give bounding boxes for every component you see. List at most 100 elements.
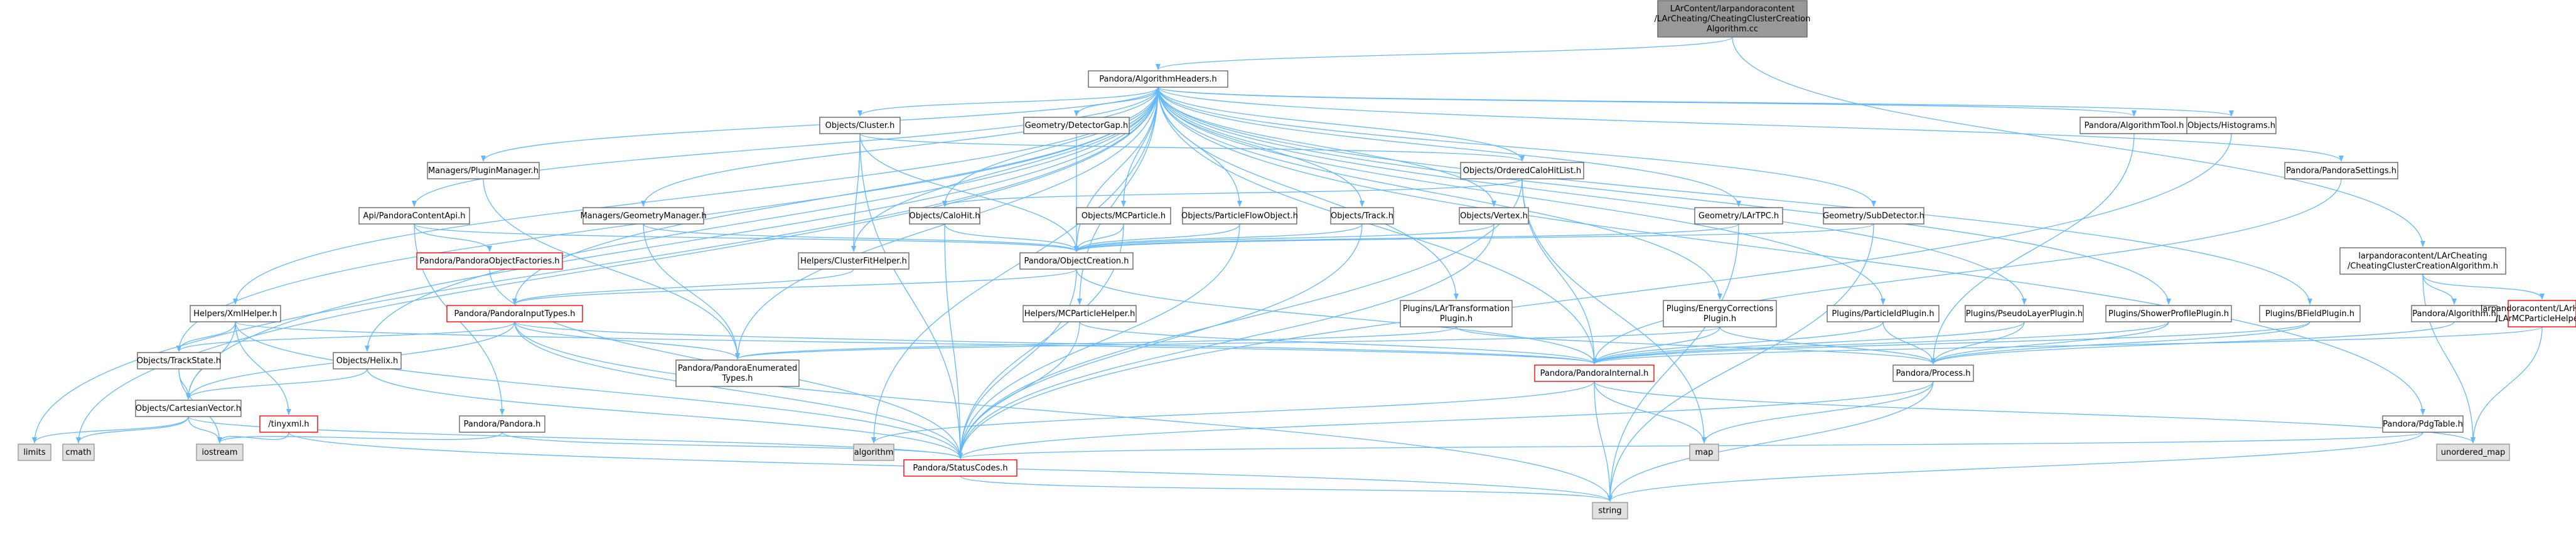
- node-label: Objects/OrderedCaloHitList.h: [1463, 166, 1582, 176]
- node-label: Pandora/PdgTable.h: [2383, 420, 2463, 429]
- node-label: Managers/GeometryManager.h: [580, 211, 706, 221]
- node-cartesian[interactable]: Objects/CartesianVector.h: [135, 400, 242, 417]
- node-box: [1019, 252, 1134, 270]
- node-vertex[interactable]: Objects/Vertex.h: [1459, 207, 1529, 225]
- node-algtool[interactable]: Pandora/AlgorithmTool.h: [2080, 117, 2189, 134]
- node-clusterfit[interactable]: Helpers/ClusterFitHelper.h: [798, 252, 910, 270]
- edge-mcphelper-to-status: [958, 321, 1080, 459]
- node-lartpc[interactable]: Geometry/LArTPC.h: [1694, 207, 1783, 225]
- edge-inputtypes-to-status: [514, 321, 963, 459]
- node-box: [135, 400, 242, 417]
- edge-process-to-status: [958, 381, 1934, 459]
- edge-shower-to-internal: [1592, 321, 2169, 364]
- edge-xml-to-status: [235, 321, 963, 459]
- node-pseudo[interactable]: Plugins/PseudoLayerPlugin.h: [1965, 305, 2084, 322]
- node-ochl[interactable]: Objects/OrderedCaloHitList.h: [1460, 162, 1584, 179]
- node-algorithmstd[interactable]: algorithm: [853, 444, 894, 461]
- edge-bfield-to-process: [1931, 321, 2310, 364]
- node-umap[interactable]: unordered_map: [2436, 444, 2510, 461]
- edge-algh-to-cluster: [857, 87, 1159, 117]
- node-label: Managers/PluginManager.h: [428, 166, 539, 176]
- node-label: Objects/CartesianVector.h: [136, 404, 241, 413]
- node-label: Api/PandoraContentApi.h: [363, 211, 466, 221]
- node-helix[interactable]: Objects/Helix.h: [333, 352, 402, 369]
- node-label: Pandora/AlgorithmHeaders.h: [1099, 75, 1217, 84]
- edge-algh-to-track: [1157, 87, 1365, 207]
- edge-shower-to-process: [1931, 321, 2169, 364]
- node-iostream[interactable]: iostream: [196, 444, 244, 461]
- node-box: [853, 444, 894, 461]
- node-process[interactable]: Pandora/Process.h: [1892, 364, 1974, 382]
- node-objfact[interactable]: Pandora/PandoraObjectFactories.h: [416, 252, 563, 270]
- node-string[interactable]: string: [1592, 502, 1628, 519]
- node-label: Pandora/Algorithm.h: [2412, 309, 2496, 319]
- node-label: Helpers/ClusterFitHelper.h: [800, 257, 907, 266]
- edge-algh-to-geomgr: [641, 87, 1159, 207]
- edge-algh-to-shower: [1157, 87, 2171, 305]
- node-partid[interactable]: Plugins/ParticleIdPlugin.h: [1827, 305, 1940, 322]
- node-box: [1823, 207, 1924, 225]
- node-label: unordered_map: [2441, 448, 2506, 457]
- node-box: [1827, 305, 1940, 322]
- node-objcreate[interactable]: Pandora/ObjectCreation.h: [1019, 252, 1134, 270]
- node-pdgtable[interactable]: Pandora/PdgTable.h: [2382, 415, 2464, 433]
- node-map[interactable]: map: [1689, 444, 1719, 461]
- node-xml[interactable]: Helpers/XmlHelper.h: [190, 305, 281, 322]
- edge-vertex-to-status: [958, 223, 1495, 459]
- node-label: /LArCheating/CheatingClusterCreation: [1655, 14, 1811, 24]
- node-pfo[interactable]: Objects/ParticleFlowObject.h: [1181, 207, 1298, 225]
- node-label: /CheatingClusterCreationAlgorithm.h: [2348, 262, 2498, 271]
- node-internal[interactable]: Pandora/PandoraInternal.h: [1534, 364, 1655, 382]
- node-label: Plugin.h: [1704, 314, 1736, 324]
- node-geomgr[interactable]: Managers/GeometryManager.h: [580, 207, 707, 225]
- node-label: larpandoracontent/LArCheating: [2358, 252, 2487, 261]
- node-label: Objects/Track.h: [1331, 211, 1393, 221]
- node-mcp[interactable]: Objects/MCParticle.h: [1076, 207, 1171, 225]
- node-box: [2105, 305, 2232, 322]
- node-label: Plugins/ShowerProfilePlugin.h: [2108, 309, 2229, 319]
- node-shower[interactable]: Plugins/ShowerProfilePlugin.h: [2105, 305, 2232, 322]
- edge-status-to-string: [960, 476, 1613, 502]
- node-box: [909, 207, 980, 225]
- node-tinyxml[interactable]: /tinyxml.h: [259, 415, 318, 433]
- edge-lartransf-to-enumtypes: [735, 326, 1457, 359]
- edge-pseudo-to-process: [1931, 321, 2025, 364]
- node-box: [1657, 0, 1808, 38]
- edge-ccca-to-umap: [2422, 274, 2476, 444]
- node-mcphelper[interactable]: Helpers/MCParticleHelper.h: [1022, 305, 1137, 322]
- node-subdet[interactable]: Geometry/SubDetector.h: [1823, 207, 1924, 225]
- node-histo[interactable]: Objects/Histograms.h: [2186, 117, 2277, 134]
- node-status[interactable]: Pandora/StatusCodes.h: [903, 459, 1017, 477]
- node-detgap[interactable]: Geometry/DetectorGap.h: [1023, 117, 1130, 134]
- edge-larmcp-to-internal: [1592, 326, 2543, 364]
- node-larmcp[interactable]: larpandoracontent/LArHelpers/LArMCPartic…: [2481, 300, 2576, 327]
- node-pandorah[interactable]: Pandora/Pandora.h: [459, 415, 545, 433]
- edge-cluster-to-clusterfit: [851, 133, 861, 252]
- node-apicontent[interactable]: Api/PandoraContentApi.h: [358, 207, 470, 225]
- node-inputtypes[interactable]: Pandora/PandoraInputTypes.h: [446, 305, 583, 322]
- node-trackstate[interactable]: Objects/TrackState.h: [137, 352, 221, 369]
- edge-settings-to-internal: [1592, 178, 2342, 364]
- node-cmath[interactable]: cmath: [62, 444, 95, 461]
- node-cluster[interactable]: Objects/Cluster.h: [819, 117, 901, 134]
- node-settings[interactable]: Pandora/PandoraSettings.h: [2284, 162, 2398, 179]
- node-track[interactable]: Objects/Track.h: [1330, 207, 1394, 225]
- node-label: Objects/ParticleFlowObject.h: [1181, 211, 1298, 221]
- node-bfield[interactable]: Plugins/BFieldPlugin.h: [2259, 305, 2361, 322]
- node-ccca[interactable]: larpandoracontent/LArCheating/CheatingCl…: [2339, 247, 2506, 275]
- edge-algh-to-energy: [1157, 87, 1722, 300]
- edge-algh-to-cartesian: [186, 87, 1159, 400]
- node-root[interactable]: LArContent/larpandoracontent/LArCheating…: [1655, 0, 1811, 38]
- edge-lartpc-to-string: [1607, 223, 1739, 502]
- node-box: [1689, 444, 1719, 461]
- node-box: [259, 415, 318, 433]
- node-plugmgr[interactable]: Managers/PluginManager.h: [427, 162, 540, 179]
- node-algh[interactable]: Pandora/AlgorithmHeaders.h: [1088, 70, 1228, 88]
- node-algorithm[interactable]: Pandora/Algorithm.h: [2411, 305, 2498, 322]
- node-limits[interactable]: limits: [18, 444, 51, 461]
- node-calohit[interactable]: Objects/CaloHit.h: [909, 207, 980, 225]
